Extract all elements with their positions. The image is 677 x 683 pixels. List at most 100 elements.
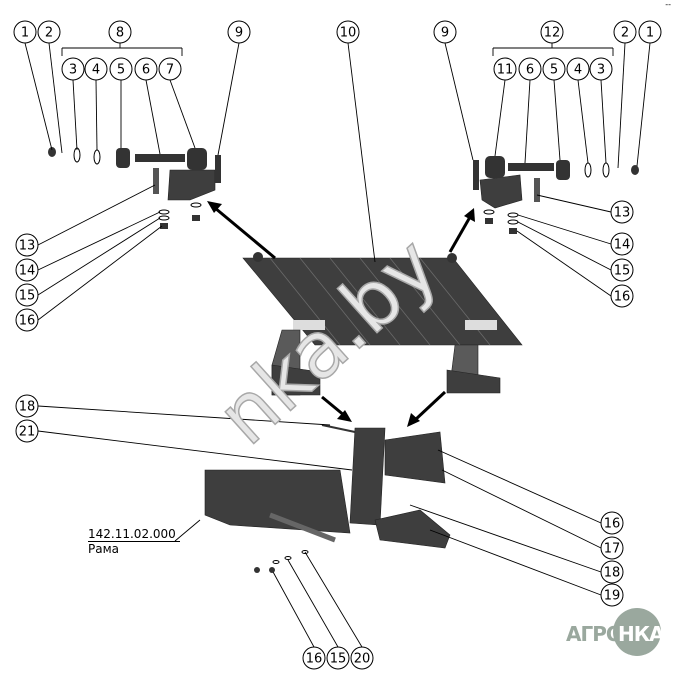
balloon-number: 6 bbox=[142, 63, 150, 78]
balloon: 5 bbox=[109, 57, 133, 81]
part-number: 142.11.02.000 bbox=[88, 527, 180, 542]
balloon: 1 bbox=[13, 20, 37, 44]
balloon: 15 bbox=[610, 258, 634, 282]
balloon: 8 bbox=[108, 20, 132, 44]
balloon: 10 bbox=[336, 20, 360, 44]
balloon-circle bbox=[493, 57, 517, 81]
balloon-circle bbox=[638, 20, 662, 44]
balloon-circle bbox=[15, 308, 39, 332]
foot-left bbox=[271, 364, 321, 396]
balloon: 3 bbox=[589, 57, 613, 81]
balloon-number: 15 bbox=[19, 289, 36, 304]
balloon: 11 bbox=[493, 57, 517, 81]
balloon-number: 15 bbox=[330, 652, 347, 667]
balloon-circle bbox=[518, 57, 542, 81]
balloon-circle bbox=[350, 646, 374, 670]
balloon-circle bbox=[600, 560, 624, 584]
balloon-circle bbox=[610, 284, 634, 308]
balloon-number: 14 bbox=[19, 264, 36, 279]
balloon-circle bbox=[610, 232, 634, 256]
balloon: 6 bbox=[134, 57, 158, 81]
balloon-number: 4 bbox=[92, 63, 100, 78]
balloon-number: 8 bbox=[116, 26, 124, 41]
balloon-number: 13 bbox=[19, 239, 36, 254]
balloon-number: 16 bbox=[614, 290, 631, 305]
balloon-circle bbox=[109, 57, 133, 81]
balloon-number: 16 bbox=[306, 652, 323, 667]
balloon-number: 5 bbox=[550, 63, 558, 78]
balloon-number: 2 bbox=[45, 26, 53, 41]
balloon: 15 bbox=[15, 283, 39, 307]
balloon-circle bbox=[37, 20, 61, 44]
balloon-number: 11 bbox=[497, 63, 514, 78]
bracket-assembly-right bbox=[473, 156, 639, 234]
assembly-arrows bbox=[207, 201, 475, 427]
balloon-circle bbox=[613, 20, 637, 44]
bottom-washers bbox=[254, 550, 309, 573]
frame-post bbox=[349, 427, 386, 526]
balloon: 18 bbox=[600, 560, 624, 584]
balloon-number: 1 bbox=[646, 26, 654, 41]
balloon-number: 1 bbox=[21, 26, 29, 41]
balloon-number: 9 bbox=[235, 26, 243, 41]
frame-side-plate bbox=[384, 431, 446, 484]
frame-panel bbox=[204, 469, 351, 534]
balloon-number: 18 bbox=[604, 566, 621, 581]
plate-slot-left bbox=[293, 320, 325, 330]
foot-right bbox=[446, 369, 501, 394]
balloon: 4 bbox=[84, 57, 108, 81]
balloon-circle bbox=[610, 200, 634, 224]
balloon: 13 bbox=[15, 233, 39, 257]
balloon-circle bbox=[540, 20, 564, 44]
balloon-number: 4 bbox=[574, 63, 582, 78]
bolt-18 bbox=[321, 424, 356, 433]
balloon: 19 bbox=[600, 583, 624, 607]
bolt-left bbox=[253, 252, 263, 262]
bracket-assembly-left bbox=[48, 147, 221, 229]
balloon-circle bbox=[600, 511, 624, 535]
balloon-circle bbox=[589, 57, 613, 81]
plate-slot-right bbox=[465, 320, 497, 330]
balloon: 15 bbox=[326, 646, 350, 670]
balloon-number: 3 bbox=[69, 63, 77, 78]
balloon-circle bbox=[336, 20, 360, 44]
balloon-circle bbox=[600, 583, 624, 607]
balloon: 9 bbox=[433, 20, 457, 44]
balloon-circle bbox=[61, 57, 85, 81]
balloon-number: 19 bbox=[604, 589, 621, 604]
logo-circle bbox=[613, 608, 661, 656]
part-name: Рама bbox=[88, 542, 119, 556]
frame-rod bbox=[269, 512, 336, 543]
balloon: 16 bbox=[302, 646, 326, 670]
balloon-circle bbox=[542, 57, 566, 81]
balloon-number: 16 bbox=[604, 517, 621, 532]
balloon: 12 bbox=[540, 20, 564, 44]
balloon-number: 9 bbox=[441, 26, 449, 41]
balloon-number: 3 bbox=[597, 63, 605, 78]
balloon: 16 bbox=[15, 308, 39, 332]
balloon: 2 bbox=[613, 20, 637, 44]
balloon-circle bbox=[566, 57, 590, 81]
balloon-circle bbox=[13, 20, 37, 44]
balloon-circle bbox=[326, 646, 350, 670]
balloon-number: 15 bbox=[614, 264, 631, 279]
balloon: 14 bbox=[610, 232, 634, 256]
balloon: 4 bbox=[566, 57, 590, 81]
balloon: 18 bbox=[15, 394, 39, 418]
balloon-number: 16 bbox=[19, 314, 36, 329]
frame-bottom-plate bbox=[374, 509, 451, 549]
balloon: 17 bbox=[600, 536, 624, 560]
balloon: 5 bbox=[542, 57, 566, 81]
agronka-logo: АГРО НКА bbox=[566, 608, 666, 658]
balloon-circle bbox=[15, 283, 39, 307]
balloon-circle bbox=[15, 419, 39, 443]
balloon-circle bbox=[433, 20, 457, 44]
balloon-number: 14 bbox=[614, 238, 631, 253]
balloon-number: 13 bbox=[614, 206, 631, 221]
balloon-circle bbox=[15, 258, 39, 282]
balloon-circle bbox=[610, 258, 634, 282]
balloon-circle bbox=[134, 57, 158, 81]
